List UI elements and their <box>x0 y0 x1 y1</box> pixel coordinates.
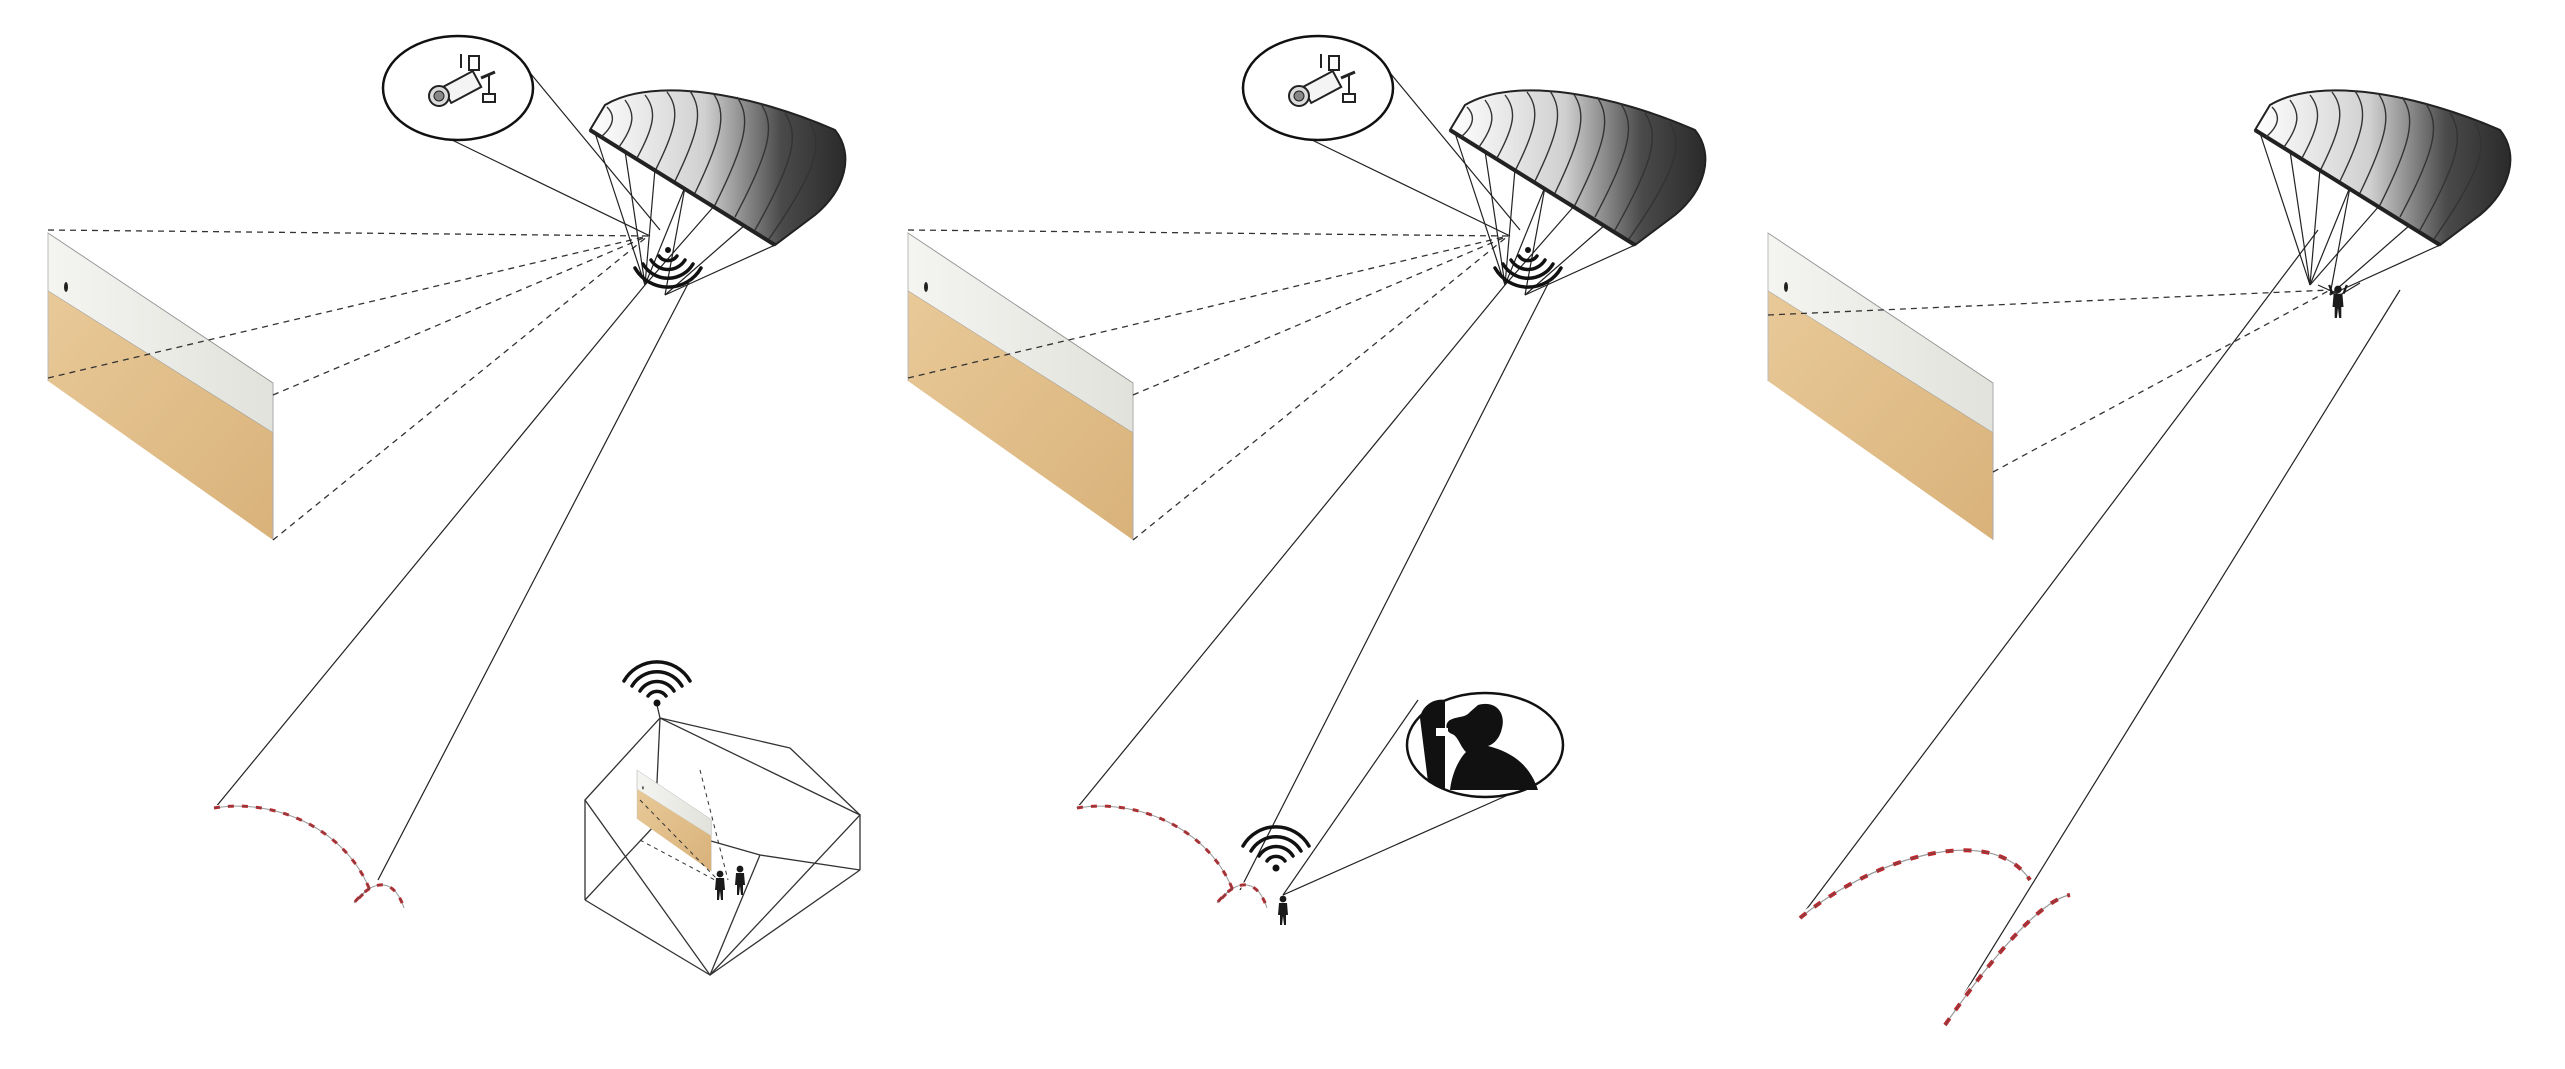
panel-1 <box>48 36 860 975</box>
kite-canopy-icon <box>1450 90 1705 295</box>
billboard-icon <box>908 233 1133 540</box>
person-icon <box>1278 896 1288 925</box>
billboard-icon <box>1768 233 1993 540</box>
billboard-icon <box>48 233 273 540</box>
house-icon <box>585 705 860 975</box>
kite-line-bridle <box>1077 806 1267 908</box>
kite-line-bridle <box>1800 850 2070 1025</box>
person-icon <box>735 866 745 895</box>
kite-canopy-icon <box>590 90 845 295</box>
panel-3 <box>1768 90 2510 1025</box>
person-icon <box>715 871 725 900</box>
panel-2 <box>908 36 1705 925</box>
wifi-signal-icon <box>624 662 690 707</box>
person-icon <box>2329 285 2347 318</box>
kite-line-bridle <box>214 806 404 908</box>
billboard-icon-small <box>637 770 711 871</box>
kite-canopy-icon <box>2255 90 2510 295</box>
person-photographer-icon <box>1407 693 1563 797</box>
